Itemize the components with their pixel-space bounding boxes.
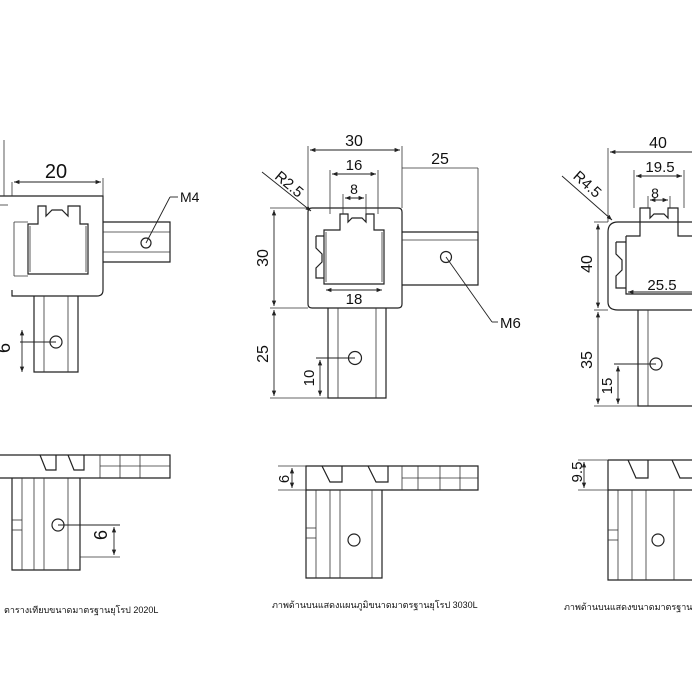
- thread-2020-label: M4: [180, 189, 200, 205]
- caption-3030: ภาพด้านบนแสดงแผนภูมิขนาดมาตรฐานยุโรป 303…: [272, 600, 478, 611]
- drawing-3030-top-view: 30 16 8 25 R2.5 30 18 25 10: [255, 133, 521, 399]
- dim-3030-h25: 25: [255, 345, 272, 363]
- dim-3030-radius: R2.5: [271, 168, 306, 201]
- dim-40-v9_5: 9.5: [569, 462, 586, 483]
- caption-40: ภาพด้านบนแสดงขนาดมาตรฐานยุโรป 40: [564, 602, 692, 613]
- drawing-3030-side-view: 6: [276, 465, 479, 579]
- dim-40-radius: R4.5: [570, 168, 605, 202]
- dim-2020-v1: 6: [0, 343, 14, 353]
- dim-3030-h30: 30: [255, 249, 272, 267]
- dim-3030-w30: 30: [345, 133, 363, 150]
- dim-40-h40: 40: [579, 255, 596, 273]
- dim-40-h35: 35: [579, 351, 596, 369]
- dim-40-w25_5: 25.5: [647, 277, 676, 294]
- thread-3030-label: M6: [500, 315, 521, 332]
- dim-3030-h10: 10: [301, 370, 318, 387]
- dim-3030-v6: 6: [276, 475, 293, 483]
- dim-40-w19_5: 19.5: [645, 159, 674, 176]
- dim-3030-w18: 18: [346, 291, 363, 308]
- dim-2020-v2: 6: [91, 530, 111, 540]
- drawing-2020-side-view: 6: [0, 454, 171, 571]
- dim-40-w40: 40: [649, 135, 667, 152]
- caption-2020: ตารางเทียบขนาดมาตรฐานยุโรป 2020L: [4, 605, 158, 616]
- drawing-40-side-view: 9.5: [569, 459, 692, 581]
- dim-40-h15: 15: [599, 378, 616, 395]
- dim-2020-width: 20: [45, 161, 67, 183]
- dim-3030-w25: 25: [431, 151, 449, 168]
- drawing-2020-top-view: 20 M4 6: [0, 140, 200, 373]
- drawing-40-top-view: 40 19.5 8 R4.5 40 25.5 35 15: [561, 135, 692, 407]
- dim-3030-w8: 8: [350, 181, 358, 197]
- dim-40-w8: 8: [651, 185, 659, 201]
- dim-3030-w16: 16: [346, 157, 363, 174]
